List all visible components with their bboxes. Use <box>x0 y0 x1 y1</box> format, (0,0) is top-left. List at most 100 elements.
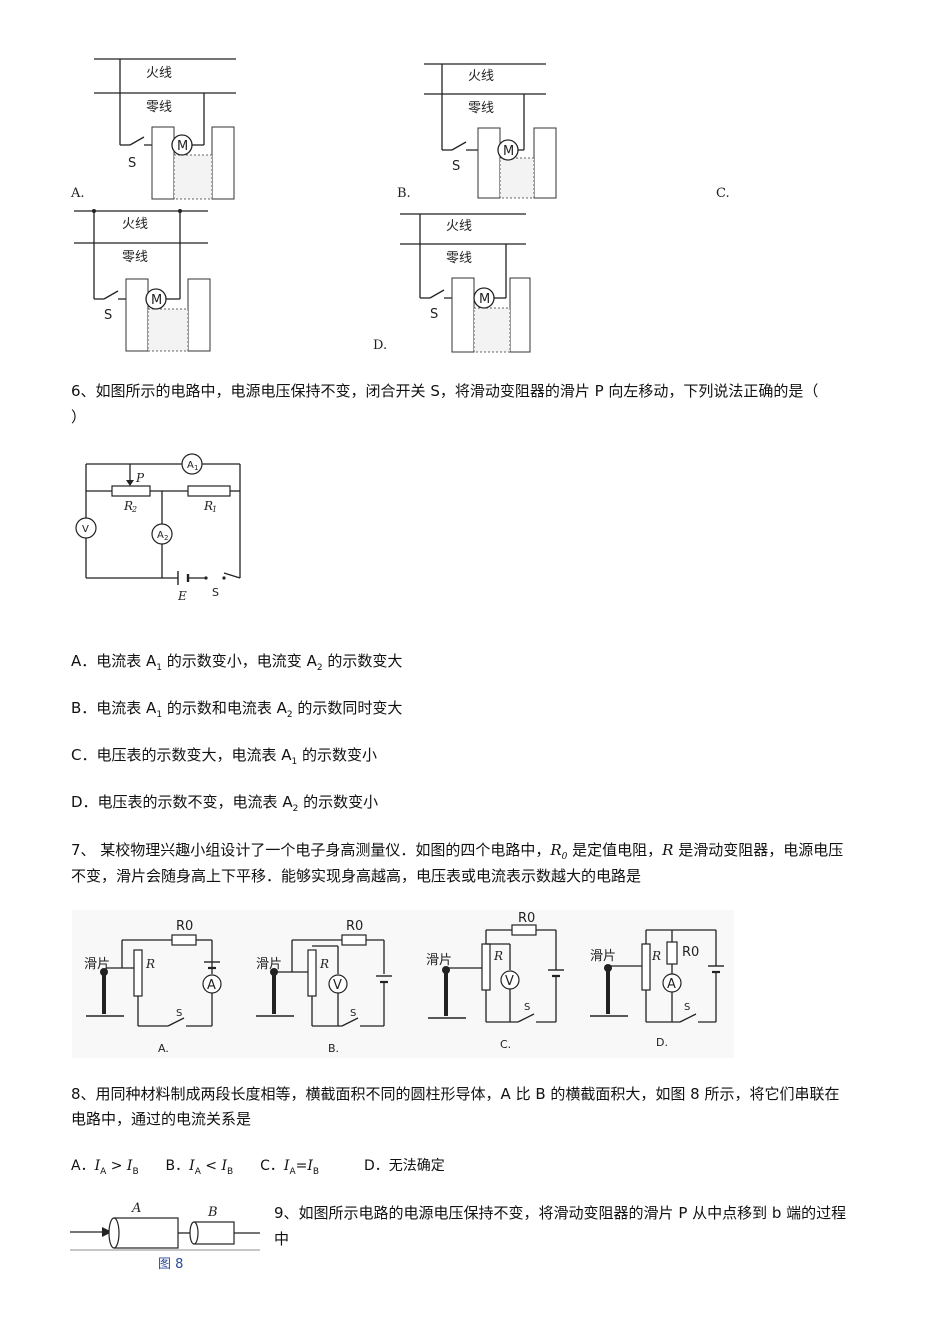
q7-stem-a: 7、 某校物理兴趣小组设计了一个电子身高测量仪．如图的四个电路中， <box>71 841 551 859</box>
q5-a-neutral-label: 零线 <box>146 100 172 115</box>
q5-c-motor-label: M <box>151 293 162 308</box>
q5-c-live-label: 火线 <box>122 217 148 232</box>
q8-conductor-b <box>193 1221 235 1245</box>
q6-b-sub2: 2 <box>286 710 293 720</box>
q8-label-b: B <box>207 1205 218 1220</box>
q6-r2-resistor <box>111 485 151 497</box>
q6-label-a2: A <box>157 530 164 541</box>
q6-d-pre: D．电压表的示数不变，电流表 A <box>71 793 293 811</box>
q8-figure: A B 图 8 <box>70 1200 265 1275</box>
q7-b-meter-label: V <box>333 978 342 993</box>
q7-d-option: D. <box>656 1036 668 1049</box>
q6-label-a1-sub: 1 <box>194 464 198 472</box>
q6-stem-line2: ） <box>71 408 87 426</box>
q8-option-b: B．IA < IB <box>165 1158 234 1177</box>
q6-label-a1: A <box>187 460 194 471</box>
q6-c-pre: C．电压表的示数变大，电流表 A <box>71 746 292 764</box>
q6-label-r1: R <box>203 499 213 513</box>
q5-b-switch-label: S <box>452 159 460 174</box>
q5-option-b: B. <box>397 186 411 201</box>
q7-d-slider-label: 滑片 <box>590 949 616 964</box>
q7-a-meter-label: A <box>207 978 216 993</box>
q6-circuit: P R 2 R 1 A 1 A 2 V E S <box>72 450 252 605</box>
q7-circuit-d: 滑片 R R0 A S D. <box>590 929 724 1049</box>
q7-stem-line2: 不变，滑片会随身高上下平移．能够实现身高越高，电压表或电流表示数越大的电路是 <box>71 867 642 885</box>
q7-b-switch-label: S <box>350 1008 356 1019</box>
q7-stem-c: 是滑动变阻器，电源电压 <box>673 841 844 859</box>
q7-stem-line1: 7、 某校物理兴趣小组设计了一个电子身高测量仪．如图的四个电路中，R0 是定值电… <box>71 837 901 870</box>
q6-option-b: B．电流表 A1 的示数和电流表 A2 的示数同时变大 <box>71 695 402 728</box>
q8-options: A．IA > IB B．IA < IB C．IA=IB D．无法确定 <box>71 1153 445 1185</box>
q6-a-pre: A．电流表 A <box>71 652 157 670</box>
q6-option-a: A．电流表 A1 的示数变小，电流变 A2 的示数变大 <box>71 648 402 681</box>
q5-figure-d: M 火线 零线 S <box>398 210 533 355</box>
q7-b-slider-label: 滑片 <box>256 957 282 972</box>
q5-c-neutral-label: 零线 <box>122 250 148 265</box>
q5-b-live-label: 火线 <box>468 69 494 84</box>
q5-d-live-label: 火线 <box>446 219 472 234</box>
q6-d-mid: 的示数变小 <box>298 793 379 811</box>
q8-conductor-a <box>113 1217 179 1249</box>
q7-d-switch-label: S <box>684 1002 690 1013</box>
q7-a-r-label: R <box>145 957 155 971</box>
q8-figure-caption: 图 8 <box>158 1257 183 1272</box>
q5-option-d: D. <box>373 338 388 353</box>
q6-label-s: S <box>212 586 219 599</box>
q7-figures: 滑片 R R0 A S A. 滑片 <box>72 910 734 1058</box>
q6-label-r2: R <box>123 499 133 513</box>
q5-circuit-d: M 火线 零线 S <box>400 213 531 353</box>
q5-a-switch-label: S <box>128 156 136 171</box>
q7-d-r-label: R <box>651 949 661 963</box>
q8-stem-line1: 8、用同种材料制成两段长度相等，横截面积不同的圆柱形导体，A 比 B 的横截面积… <box>71 1085 840 1103</box>
q6-c-sub1: 1 <box>291 757 298 767</box>
q7-r0-sub: 0 <box>561 852 568 862</box>
q6-a-sub2: 2 <box>316 663 323 673</box>
q7-c-switch-label: S <box>524 1002 530 1013</box>
q6-label-a2-sub: 2 <box>164 534 168 542</box>
q5-d-switch-label: S <box>430 307 438 322</box>
q8-stem-line2: 电路中，通过的电流关系是 <box>71 1110 252 1128</box>
q6-b-pre: B．电流表 A <box>71 699 157 717</box>
q6-b-sub1: 1 <box>156 710 163 720</box>
q6-a-mid: 的示数变小，电流变 A <box>162 652 317 670</box>
q5-figure-c: M 火线 零线 S <box>72 205 214 353</box>
q5-circuit-a: M 火线 零线 S <box>94 58 236 200</box>
q6-label-p: P <box>135 471 145 485</box>
q7-a-option: A. <box>158 1042 169 1055</box>
q7-b-option: B. <box>328 1042 339 1055</box>
q6-label-e: E <box>177 589 187 603</box>
q5-b-motor-label: M <box>503 144 514 159</box>
q5-c-switch-label: S <box>104 308 112 323</box>
q6-label-r2-sub: 2 <box>131 505 137 514</box>
q7-d-r0-label: R0 <box>682 945 699 960</box>
q8-option-d: D．无法确定 <box>363 1158 445 1174</box>
q6-voltmeter <box>75 517 97 539</box>
q6-r1-resistor <box>187 485 231 497</box>
q6-label-r1-sub: 1 <box>212 505 217 514</box>
q5-option-c: C. <box>716 186 730 201</box>
q5-figure-a: M 火线 零线 S <box>94 55 239 200</box>
q7-r: R <box>662 841 674 859</box>
q5-d-neutral-label: 零线 <box>446 251 472 266</box>
q6-label-v: V <box>82 524 89 535</box>
q7-r0: R <box>550 841 562 859</box>
q5-b-neutral-label: 零线 <box>468 101 494 116</box>
q7-circuit-a: 滑片 R R0 A S A. <box>84 919 222 1055</box>
q6-a-sub1: 1 <box>156 663 163 673</box>
q6-b-post: 的示数同时变大 <box>292 699 403 717</box>
q7-c-slider-label: 滑片 <box>426 953 452 968</box>
q5-figure-b: M 火线 零线 S <box>420 58 560 200</box>
q5-a-live-label: 火线 <box>146 66 172 81</box>
q6-ammeter-a2 <box>151 523 173 545</box>
q6-stem-line1: 6、如图所示的电路中，电源电压保持不变，闭合开关 S，将滑动变阻器的滑片 P 向… <box>71 382 819 400</box>
q7-b-r0-label: R0 <box>346 919 363 934</box>
q6-c-mid: 的示数变小 <box>297 746 378 764</box>
q5-d-motor-label: M <box>479 292 490 307</box>
q9-stem-line2: 中 <box>274 1230 290 1248</box>
q7-c-meter-label: V <box>505 974 514 989</box>
q7-d-meter-label: A <box>667 977 676 992</box>
q8-option-a: A．IA > IB <box>71 1158 139 1177</box>
q6-option-d: D．电压表的示数不变，电流表 A2 的示数变小 <box>71 789 378 822</box>
q6-a-post: 的示数变大 <box>322 652 403 670</box>
q9-stem-line1: 9、如图所示电路的电源电压保持不变，将滑动变阻器的滑片 P 从中点移到 b 端的… <box>274 1204 847 1222</box>
